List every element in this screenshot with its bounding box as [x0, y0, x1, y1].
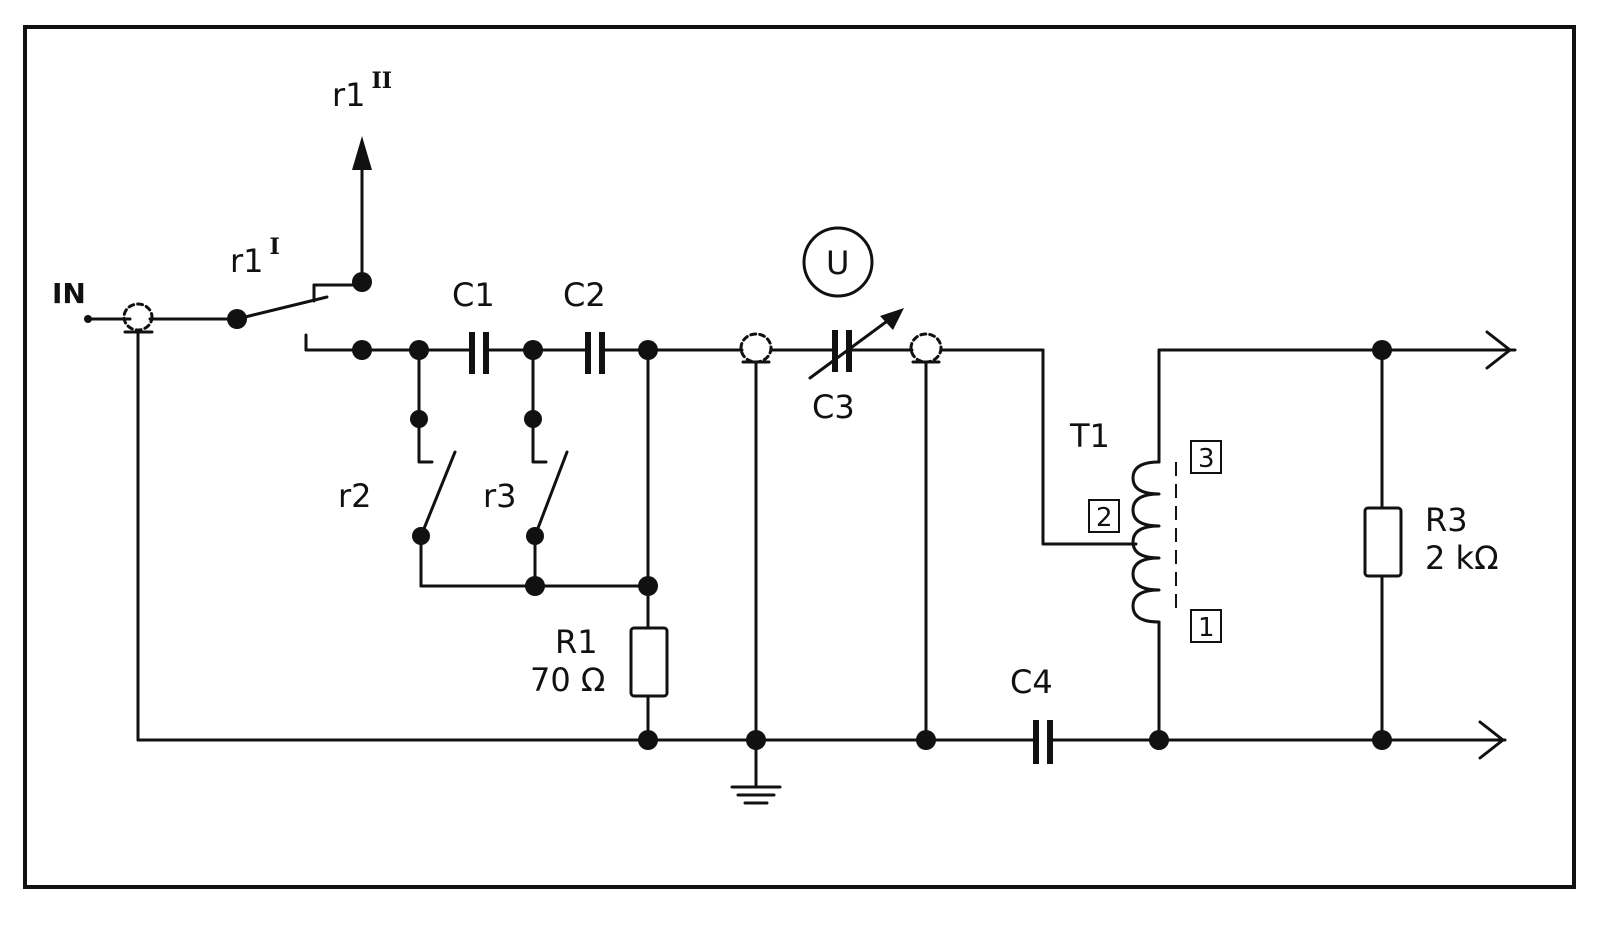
switch-r3: r3 — [483, 348, 569, 588]
variable-capacitor-c3: C3 — [808, 308, 904, 426]
coax-shield-icon — [739, 332, 773, 364]
output-arrow-bottom-icon — [1478, 720, 1505, 760]
arrow-adjust-icon — [880, 308, 904, 330]
t1-pin2: 2 — [1096, 503, 1113, 533]
c4-label: C4 — [1010, 663, 1053, 701]
coax-node-left — [739, 332, 773, 742]
c2-label: C2 — [563, 276, 606, 314]
output-arrow-top-icon — [1485, 330, 1512, 370]
resistor-r3: R3 2 kΩ — [1363, 348, 1499, 742]
arrow-up-icon — [352, 136, 372, 170]
meter-u: U — [802, 226, 874, 298]
r2-label: r2 — [338, 477, 372, 515]
switch-r2: r2 — [338, 348, 457, 588]
t1-pin1: 1 — [1198, 613, 1215, 643]
r3-label: r3 — [483, 477, 517, 515]
capacitor-c1: C1 — [452, 276, 495, 374]
t1-label: T1 — [1069, 417, 1110, 455]
capacitor-c2: C2 — [563, 276, 606, 374]
capacitor-c4: C4 — [1010, 663, 1053, 764]
r1-value: 70 Ω — [530, 661, 605, 699]
input-terminal: IN — [52, 277, 154, 742]
resistor-r1: R1 70 Ω — [530, 623, 669, 742]
r1-name: R1 — [555, 623, 598, 661]
input-label: IN — [52, 277, 86, 310]
meter-label: U — [826, 244, 849, 282]
c1-label: C1 — [452, 276, 495, 314]
coax-shield-icon — [909, 332, 943, 364]
transformer-t1: T1 2 3 1 — [1069, 348, 1222, 742]
ground-icon — [730, 738, 782, 805]
r3-value: 2 kΩ — [1425, 539, 1499, 577]
coil-icon — [1131, 460, 1161, 624]
diagram-frame — [23, 25, 1576, 889]
coax-node-right — [909, 332, 943, 742]
t1-pin3: 3 — [1198, 444, 1215, 474]
c3-label: C3 — [812, 388, 855, 426]
r3-name: R3 — [1425, 501, 1468, 539]
coax-shield-icon — [122, 302, 154, 332]
